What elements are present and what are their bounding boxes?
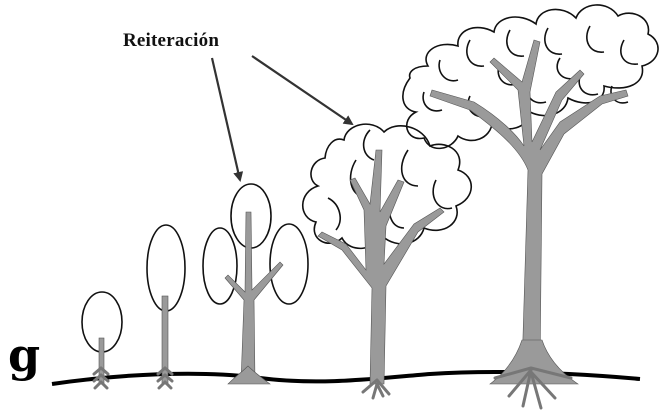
crown-outline bbox=[270, 224, 308, 304]
arrow-to-tree-stage-4 bbox=[252, 56, 352, 124]
panel-letter: g bbox=[8, 332, 40, 378]
trunk bbox=[318, 150, 444, 384]
tree-stage-4 bbox=[303, 124, 472, 398]
tree-stage-3 bbox=[203, 184, 308, 384]
crown-outline bbox=[203, 228, 237, 304]
arrow-to-tree-stage-3 bbox=[212, 58, 240, 180]
reiteration-label: Reiteración bbox=[123, 30, 219, 52]
crown-outline bbox=[303, 124, 472, 248]
tree-stage-1 bbox=[82, 292, 122, 388]
tree-stage-2 bbox=[147, 225, 185, 388]
